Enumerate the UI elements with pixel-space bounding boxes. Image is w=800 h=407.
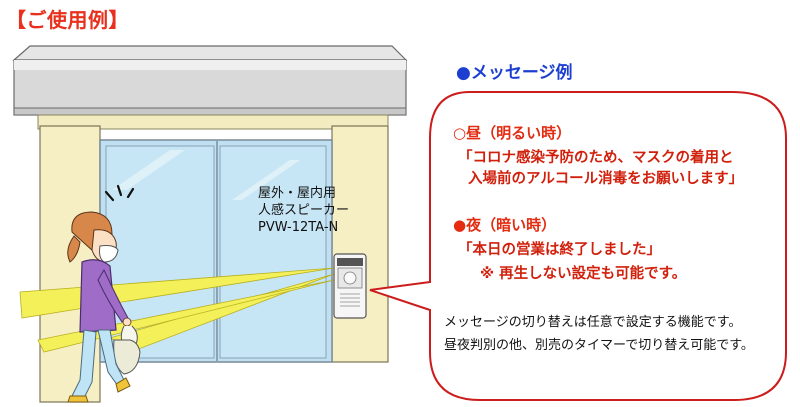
product-label-line-2: 人感スピーカー bbox=[258, 203, 350, 218]
switch-feature-note: メッセージの切り替えは任意で設定する機能です。 bbox=[444, 315, 742, 330]
sensor-speaker-device bbox=[333, 253, 367, 319]
day-section-title: ○昼（明るい時） bbox=[453, 124, 572, 142]
day-message-line-1: 「コロナ感染予防のため、マスクの着用と bbox=[458, 150, 734, 166]
storefront-beam bbox=[37, 114, 389, 130]
product-model-number: PVW-12TA-N bbox=[258, 220, 339, 235]
storefront-canopy bbox=[12, 45, 408, 116]
product-label-line-1: 屋外・屋内用 bbox=[258, 186, 337, 201]
message-example-heading: ●メッセージ例 bbox=[456, 63, 573, 83]
night-section-title: ●夜（暗い時） bbox=[453, 216, 557, 234]
right-pillar bbox=[331, 125, 389, 363]
day-message-line-2: 入場前のアルコール消毒をお願いします」 bbox=[468, 171, 744, 187]
walking-person bbox=[67, 184, 141, 403]
page-title: 【ご使用例】 bbox=[6, 8, 129, 32]
night-no-play-note: ※ 再生しない設定も可能です。 bbox=[480, 266, 687, 282]
night-message-line: 「本日の営業は終了しました」 bbox=[458, 242, 661, 258]
timer-switch-note: 昼夜判別の他、別売のタイマーで切り替え可能です。 bbox=[444, 338, 754, 353]
speech-bubble bbox=[369, 91, 787, 401]
product-label: 屋外・屋内用 人感スピーカー PVW-12TA-N bbox=[258, 185, 349, 236]
